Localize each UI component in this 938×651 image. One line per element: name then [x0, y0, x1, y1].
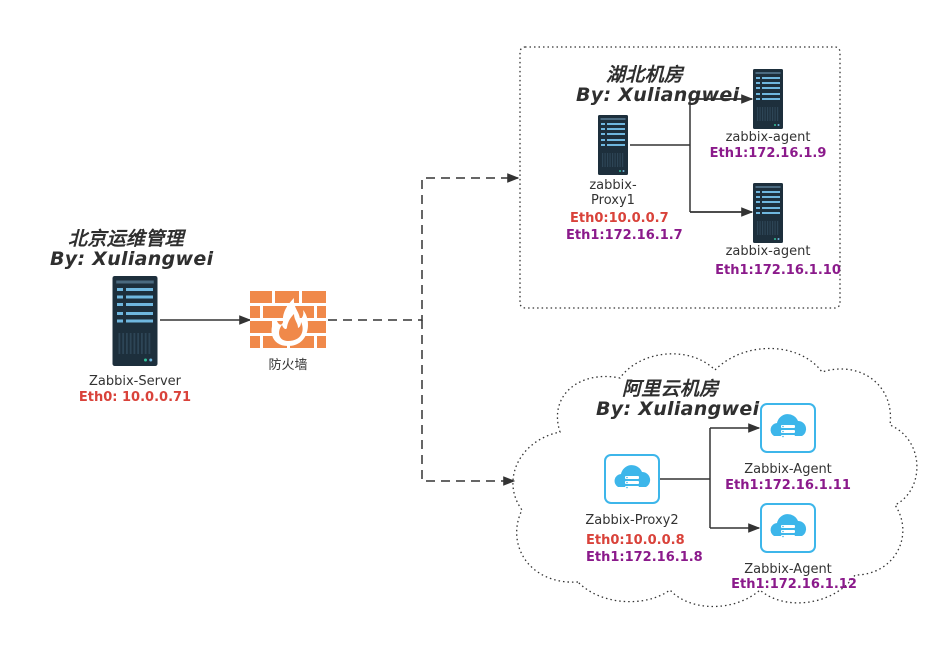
hubei-agent-1-eth1: Eth1:172.16.1.9: [709, 146, 827, 161]
hubei-agent-2-eth1: Eth1:172.16.1.10: [715, 263, 841, 278]
cloud-server-icon: [760, 403, 816, 453]
link-firewall-hubei: [328, 173, 520, 321]
link-firewall-aliyun: [421, 320, 516, 486]
proxy2-name: Zabbix-Proxy2: [585, 513, 679, 528]
proxy2-eth1: Eth1:172.16.1.8: [586, 550, 703, 565]
aliyun-agent-1-name: Zabbix-Agent: [744, 462, 832, 477]
server-icon: [112, 276, 158, 366]
aliyun-agent-2-eth1: Eth1:172.16.1.12: [731, 577, 857, 592]
zabbix-server-name: Zabbix-Server: [88, 374, 182, 389]
firewall-label: 防火墙: [268, 358, 308, 373]
hubei-title: 湖北机房: [606, 64, 684, 86]
proxy2-eth0: Eth0:10.0.0.8: [586, 533, 685, 548]
hubei-agent-1-name: zabbix-agent: [725, 130, 811, 145]
firewall-icon: [250, 291, 326, 349]
server-icon: [753, 183, 783, 243]
link-proxy1-agents: [630, 98, 752, 213]
proxy1-name-line1: zabbix-: [589, 178, 637, 193]
aliyun-cloud-border: [512, 347, 918, 608]
aliyun-title: 阿里云机房: [622, 378, 719, 400]
zabbix-server-eth0: Eth0: 10.0.0.71: [78, 390, 192, 405]
hubei-by: By: Xuliangwei: [576, 84, 740, 106]
cloud-server-icon: [760, 503, 816, 553]
proxy1-eth0: Eth0:10.0.0.7: [570, 211, 669, 226]
hubei-agent-2-name: zabbix-agent: [725, 244, 811, 259]
beijing-by: By: Xuliangwei: [50, 248, 214, 270]
server-icon: [598, 115, 628, 175]
aliyun-agent-2-name: Zabbix-Agent: [744, 562, 832, 577]
proxy1-name-line2: Proxy1: [591, 193, 635, 208]
link-proxy2-agents: [660, 428, 711, 528]
aliyun-agent-1-eth1: Eth1:172.16.1.11: [725, 478, 851, 493]
beijing-title: 北京运维管理: [68, 228, 184, 250]
aliyun-by: By: Xuliangwei: [596, 398, 760, 420]
proxy1-eth1: Eth1:172.16.1.7: [566, 228, 683, 243]
cloud-server-icon: [604, 454, 660, 504]
server-icon: [753, 69, 783, 129]
